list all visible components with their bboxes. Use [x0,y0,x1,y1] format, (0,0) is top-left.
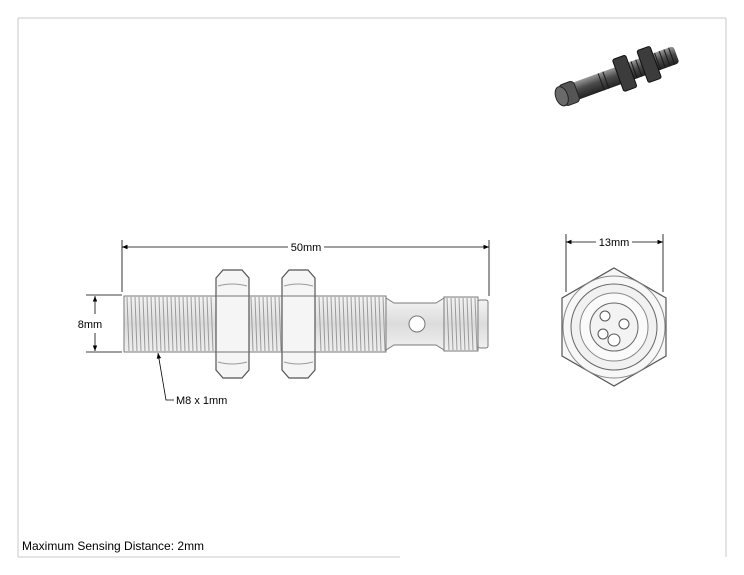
nut-right [281,269,316,379]
length-label: 50mm [291,242,322,254]
dim-length [121,240,490,296]
connector-cap [477,299,489,349]
dim-diameter [86,294,122,353]
sheet-frame [17,17,727,558]
nut-left [215,269,250,379]
thread-leader [156,352,174,401]
sensing-distance-note: Maximum Sensing Distance: 2mm [22,539,204,553]
thread-label: M8 x 1mm [176,395,227,407]
end-view: 13mm [561,234,667,387]
side-view: 50mm 8mm M8 x 1mm [78,240,490,407]
led-window [408,315,426,333]
isometric-view [554,46,679,107]
thread-lines [126,296,386,352]
connector-thread-lines [446,297,478,351]
connector-pins [597,310,630,347]
dim-hex-width [565,234,664,292]
hex-width-label: 13mm [599,237,630,249]
diameter-label: 8mm [78,319,102,331]
